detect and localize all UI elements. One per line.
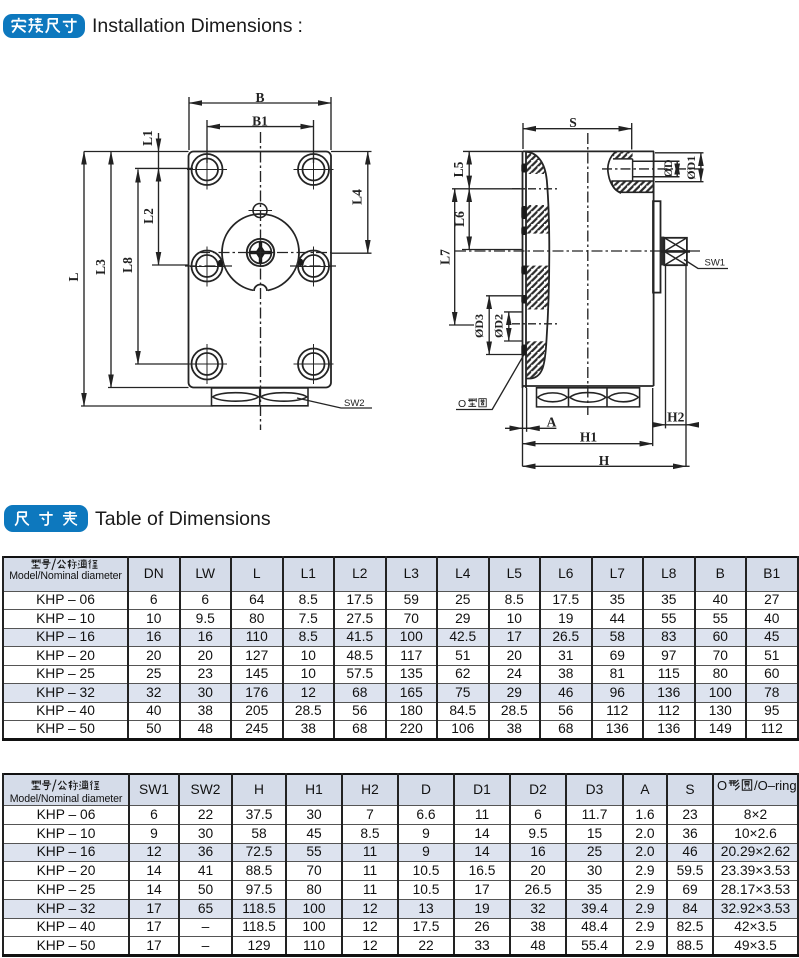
svg-text:ØD3: ØD3	[472, 314, 486, 338]
svg-text:S: S	[569, 115, 577, 130]
svg-text:L3: L3	[93, 259, 108, 275]
svg-text:SW1: SW1	[705, 258, 726, 269]
svg-text:L2: L2	[141, 208, 156, 224]
svg-text:O: O	[717, 778, 727, 793]
svg-text:L1: L1	[140, 130, 155, 146]
svg-text:ØD: ØD	[661, 159, 675, 177]
svg-text:H1: H1	[580, 430, 598, 445]
svg-text:L6: L6	[452, 211, 467, 227]
svg-text:H: H	[599, 453, 610, 468]
svg-text:ØD1: ØD1	[684, 156, 698, 180]
svg-text:SW2: SW2	[344, 398, 365, 409]
svg-text:ØD2: ØD2	[492, 314, 506, 338]
svg-text:B1: B1	[252, 114, 268, 129]
svg-text:L4: L4	[350, 189, 365, 205]
svg-text:L7: L7	[438, 249, 453, 265]
svg-text:H2: H2	[667, 410, 685, 425]
svg-text:L5: L5	[451, 161, 466, 177]
svg-text:L: L	[66, 272, 81, 281]
svg-text:A: A	[547, 415, 557, 430]
svg-text:L8: L8	[120, 257, 135, 273]
svg-text:B: B	[255, 90, 264, 105]
svg-text:/O–ring: /O–ring	[754, 778, 797, 793]
svg-text:O: O	[458, 398, 466, 410]
